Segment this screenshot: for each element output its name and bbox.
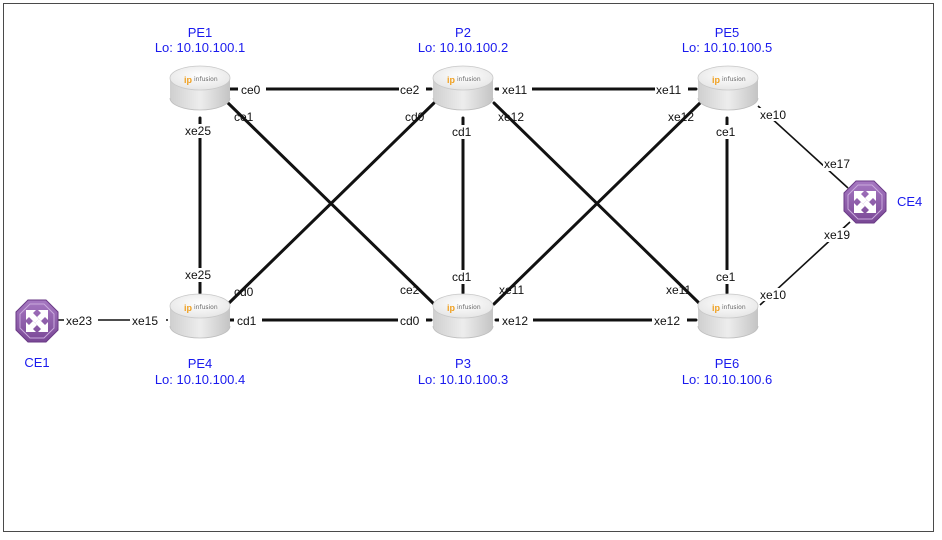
port-labels: ce0 ce1 xe25 ce2 xe11 cd0 xe12 cd1 xe11 … xyxy=(64,83,856,328)
router-pe1[interactable]: ip infusion xyxy=(169,65,231,111)
svg-text:infusion: infusion xyxy=(194,304,218,311)
router-p2[interactable]: ip infusion xyxy=(432,65,494,111)
port-label: xe10 xyxy=(760,288,786,302)
port-label: cd0 xyxy=(234,285,254,299)
port-label: cd1 xyxy=(452,270,472,284)
p3-name: P3 xyxy=(455,356,471,371)
port-label: xe25 xyxy=(185,124,211,138)
port-label: ce0 xyxy=(241,83,261,97)
svg-text:infusion: infusion xyxy=(194,76,218,83)
svg-text:ip: ip xyxy=(184,75,193,85)
ce-router-icon xyxy=(15,299,59,343)
svg-text:ip: ip xyxy=(184,303,193,313)
ce4-device[interactable] xyxy=(843,180,887,224)
svg-text:ip: ip xyxy=(712,303,721,313)
port-label: xe11 xyxy=(666,283,691,297)
svg-text:ip: ip xyxy=(447,75,456,85)
port-label: ce2 xyxy=(400,83,420,97)
pe6-name: PE6 xyxy=(715,356,740,371)
svg-text:infusion: infusion xyxy=(722,76,746,83)
port-label: cd0 xyxy=(400,314,420,328)
pe6-loopback: Lo: 10.10.100.6 xyxy=(682,372,772,387)
port-label: xe12 xyxy=(654,314,680,328)
ipinfusion-logo-icon: ip infusion xyxy=(712,303,746,313)
ipinfusion-logo-icon: ip infusion xyxy=(447,75,481,85)
port-label: ce1 xyxy=(716,270,736,284)
port-label: xe23 xyxy=(66,314,92,328)
link-pe5-p3 xyxy=(492,101,702,306)
router-pe4[interactable]: ip infusion xyxy=(169,293,231,339)
port-label: cd1 xyxy=(237,314,257,328)
pe4-loopback: Lo: 10.10.100.4 xyxy=(155,372,245,387)
ipinfusion-logo-icon: ip infusion xyxy=(712,75,746,85)
p2-loopback: Lo: 10.10.100.2 xyxy=(418,40,508,55)
port-label: ce2 xyxy=(400,283,420,297)
ipinfusion-logo-icon: ip infusion xyxy=(184,303,218,313)
ipinfusion-logo-icon: ip infusion xyxy=(447,303,481,313)
links-layer xyxy=(58,87,851,322)
port-label: cd1 xyxy=(452,125,472,139)
router-pe5[interactable]: ip infusion xyxy=(697,65,759,111)
port-label: xe11 xyxy=(502,83,527,97)
port-label: ce1 xyxy=(234,110,254,124)
p2-name: P2 xyxy=(455,25,471,40)
pe5-name: PE5 xyxy=(715,25,740,40)
port-label: xe12 xyxy=(668,110,694,124)
svg-text:ip: ip xyxy=(447,303,456,313)
pe4-name: PE4 xyxy=(188,356,213,371)
port-label: xe25 xyxy=(185,268,211,282)
svg-text:ip: ip xyxy=(712,75,721,85)
port-label: xe11 xyxy=(499,283,524,297)
port-label: ce1 xyxy=(716,125,736,139)
port-label: xe19 xyxy=(824,228,850,242)
p3-loopback: Lo: 10.10.100.3 xyxy=(418,372,508,387)
router-p3[interactable]: ip infusion xyxy=(432,293,494,339)
port-label: xe12 xyxy=(502,314,528,328)
ce-router-icon xyxy=(843,180,887,224)
svg-text:infusion: infusion xyxy=(722,304,746,311)
svg-text:infusion: infusion xyxy=(457,304,481,311)
router-titles: PE1 Lo: 10.10.100.1 P2 Lo: 10.10.100.2 P… xyxy=(24,25,922,387)
link-p2-pe4 xyxy=(226,101,436,306)
ipinfusion-logo-icon: ip infusion xyxy=(184,75,218,85)
port-label: xe17 xyxy=(824,157,850,171)
svg-text:infusion: infusion xyxy=(457,76,481,83)
port-label: xe11 xyxy=(656,83,681,97)
port-label: xe15 xyxy=(132,314,158,328)
ce1-device[interactable] xyxy=(15,299,59,343)
pe1-name: PE1 xyxy=(188,25,213,40)
pe5-loopback: Lo: 10.10.100.5 xyxy=(682,40,772,55)
ce4-name: CE4 xyxy=(897,194,922,209)
port-label: xe10 xyxy=(760,108,786,122)
router-pe6[interactable]: ip infusion xyxy=(697,293,759,339)
pe1-loopback: Lo: 10.10.100.1 xyxy=(155,40,245,55)
port-label: cd0 xyxy=(405,110,425,124)
port-label: xe12 xyxy=(498,110,524,124)
ce1-name: CE1 xyxy=(24,355,49,370)
